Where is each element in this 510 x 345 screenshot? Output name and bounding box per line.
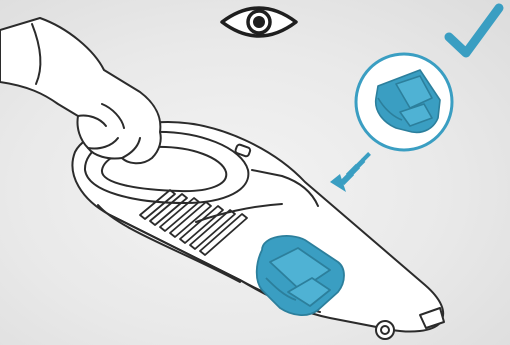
hand-illustration xyxy=(0,18,161,163)
checkmark-icon xyxy=(449,8,499,53)
filter-detail-inset xyxy=(356,54,452,150)
direction-arrow-icon xyxy=(330,152,371,192)
eye-icon xyxy=(222,8,296,36)
